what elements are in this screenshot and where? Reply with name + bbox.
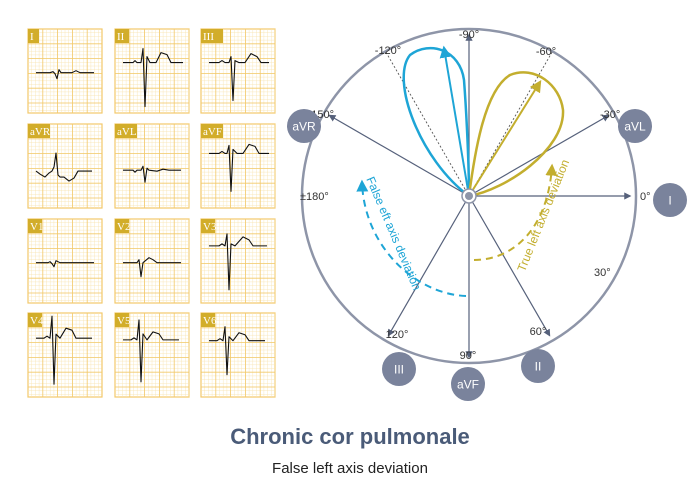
true-deviation-curve bbox=[473, 163, 558, 261]
ecg-waveform-v3 bbox=[209, 233, 267, 291]
lead-axis-arrow bbox=[328, 114, 470, 197]
angle-label: -60° bbox=[536, 46, 556, 58]
lead-label: aVF bbox=[203, 126, 222, 138]
hexaxial-reference-diagram: False eft axis deviation True left axis d… bbox=[287, 27, 687, 401]
lead-axis-arrow bbox=[468, 114, 610, 197]
lead-label: V2 bbox=[117, 221, 130, 233]
lead-label: I bbox=[30, 31, 34, 43]
ecg-waveform-iii bbox=[209, 53, 269, 102]
ecg-waveform-v6 bbox=[209, 326, 265, 376]
ecg-panel-iii: III bbox=[200, 28, 276, 114]
lead-badge-label: III bbox=[394, 363, 404, 377]
ecg-panel-v1: V1 bbox=[27, 218, 103, 304]
lead-badge-i: I bbox=[653, 183, 687, 217]
ecg-waveform-v2 bbox=[123, 257, 181, 278]
angle-label: 0° bbox=[640, 191, 651, 203]
lead-label: V3 bbox=[203, 221, 217, 233]
lead-badge-label: aVL bbox=[624, 120, 646, 134]
ecg-panel-v5: V5 bbox=[114, 312, 190, 398]
lead-badge-label: I bbox=[668, 194, 671, 208]
caption-subtitle: False left axis deviation bbox=[272, 460, 428, 477]
ecg-waveform-avf bbox=[209, 143, 269, 192]
angle-label: 60° bbox=[530, 326, 547, 338]
lead-badge-iii: III bbox=[382, 352, 416, 386]
ecg-waveform-i bbox=[36, 69, 94, 80]
lead-label: aVL bbox=[117, 126, 137, 138]
ecg-waveform-avl bbox=[123, 165, 181, 183]
lead-badge-label: aVR bbox=[292, 120, 316, 134]
ecg-panel-v4: V4 bbox=[27, 312, 103, 398]
angle-label: -30° bbox=[600, 109, 620, 121]
false-deviation-curve bbox=[356, 179, 467, 297]
lead-axis-arrow bbox=[387, 195, 470, 337]
lead-badge-avr: aVR bbox=[287, 109, 321, 143]
caption-title: Chronic cor pulmonale bbox=[230, 424, 470, 449]
lead-badge-ii: II bbox=[521, 349, 555, 383]
lead-label: aVR bbox=[30, 126, 51, 138]
ecg-waveform-v1 bbox=[36, 260, 94, 268]
reference-circle bbox=[300, 27, 638, 365]
ecg-waveform-v5 bbox=[123, 319, 179, 383]
gold-vector-arrow bbox=[468, 79, 542, 197]
blue-qrs-loop bbox=[402, 46, 471, 199]
lead-label: III bbox=[203, 31, 214, 43]
angle-label: 120° bbox=[386, 329, 409, 341]
gold-qrs-loop bbox=[467, 71, 565, 198]
ecg-waveform-v4 bbox=[36, 315, 92, 385]
lead-label: V6 bbox=[203, 315, 217, 327]
lead-badge-avl: aVL bbox=[618, 109, 652, 143]
angle-label: ±180° bbox=[300, 191, 329, 203]
ecg-panel-v6: V6 bbox=[200, 312, 276, 398]
ecg-panel-avf: aVF bbox=[200, 123, 276, 209]
angle-label: -90° bbox=[459, 29, 479, 41]
ecg-panel-avl: aVL bbox=[114, 123, 190, 209]
false-deviation-label: False eft axis deviation bbox=[363, 175, 424, 293]
angle-label: 90° bbox=[460, 350, 477, 362]
ecg-panel-avr: aVR bbox=[27, 123, 103, 209]
lead-label: V1 bbox=[30, 221, 43, 233]
lead-label: II bbox=[117, 31, 125, 43]
true-deviation-label: True left axis deviation bbox=[514, 157, 572, 273]
center-dot-core bbox=[465, 192, 473, 200]
ecg-waveform-ii bbox=[123, 48, 183, 108]
lead-badge-avf: aVF bbox=[451, 367, 485, 401]
ecg-panel-v2: V2 bbox=[114, 218, 190, 304]
angle-label: -120° bbox=[375, 45, 401, 57]
lead-badge-label: II bbox=[535, 360, 542, 374]
lead-label: V5 bbox=[117, 315, 131, 327]
angle-label: 30° bbox=[594, 267, 611, 279]
blue-vector-arrow bbox=[439, 45, 470, 197]
lead-badge-label: aVF bbox=[457, 378, 479, 392]
lead-axis-arrow bbox=[468, 195, 551, 337]
lead-label: V4 bbox=[30, 315, 44, 327]
ecg-panel-ii: II bbox=[114, 28, 190, 114]
ecg-panel-i: I bbox=[27, 28, 103, 114]
ecg-waveform-avr bbox=[35, 152, 92, 182]
ecg-panel-v3: V3 bbox=[200, 218, 276, 304]
